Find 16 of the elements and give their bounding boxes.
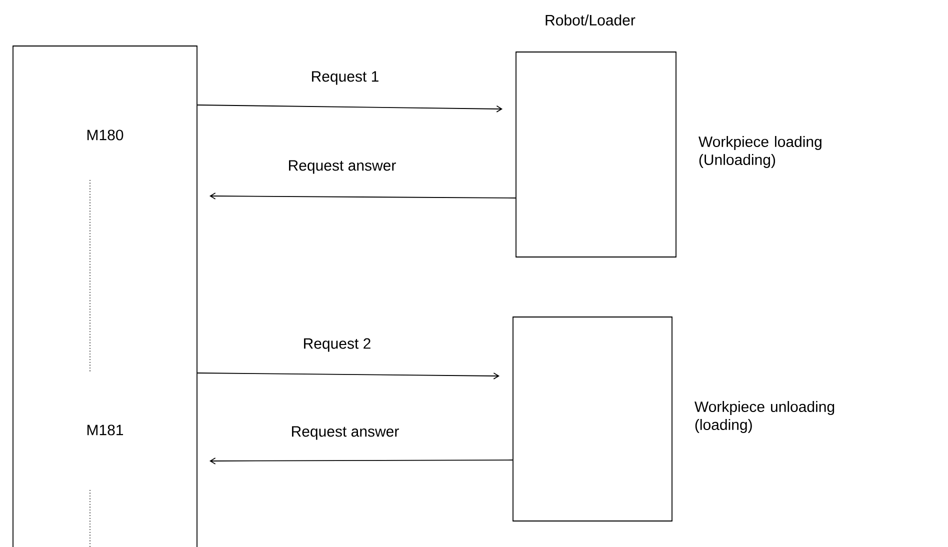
- box-heading: Robot/Loader: [546, 14, 636, 26]
- description-text: Workpiece loading (Unloading): [698, 136, 822, 168]
- signal-label: M181: [87, 424, 124, 436]
- empty-box: [512, 316, 672, 522]
- edge-label: Request 2: [302, 337, 372, 353]
- edge-label: Request answer: [286, 159, 398, 175]
- process-box: [516, 52, 676, 258]
- arrow: [197, 104, 503, 112]
- process-box: [12, 46, 198, 547]
- description-text: Workpiece unloading (loading): [694, 401, 834, 433]
- arrow: [209, 192, 516, 200]
- arrow: [197, 372, 500, 380]
- edge-label: Request 1: [310, 70, 380, 86]
- signal-label: M180: [87, 130, 124, 140]
- arrow: [209, 458, 513, 464]
- edge-label: Request answer: [290, 425, 400, 441]
